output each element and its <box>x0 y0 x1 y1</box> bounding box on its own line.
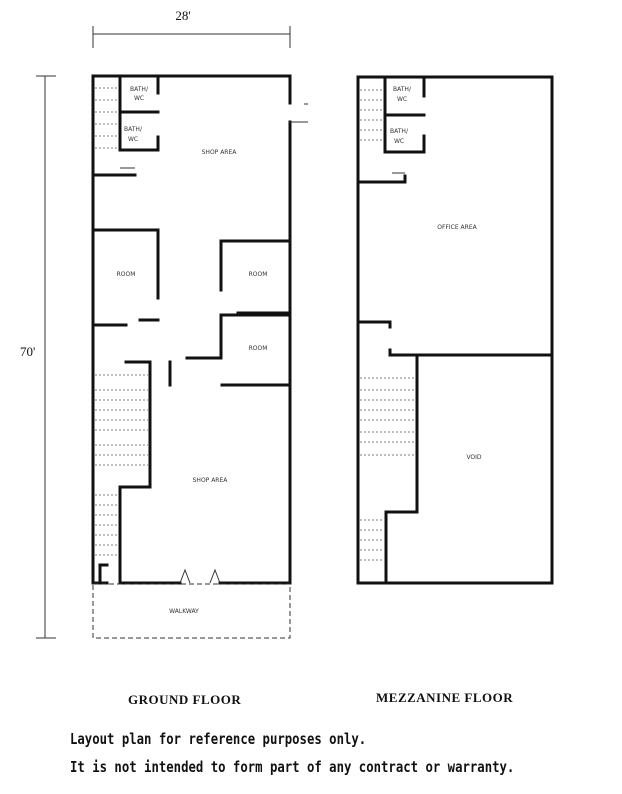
bath1-label: BATH/ <box>130 86 149 93</box>
length-label: 70' <box>20 344 35 359</box>
office-area-label: OFFICE AREA <box>437 224 477 231</box>
svg-text:WC: WC <box>397 96 407 103</box>
disclaimer-line-2: It is not intended to form part of any c… <box>70 758 515 776</box>
void-label: VOID <box>466 454 481 461</box>
shop-area-top-label: SHOP AREA <box>202 149 238 156</box>
disclaimer-line-1: Layout plan for reference purposes only. <box>70 730 367 748</box>
width-dimension: 28' <box>92 8 291 48</box>
svg-text:WC: WC <box>134 95 144 102</box>
mezzanine-floor-title: MEZZANINE FLOOR <box>376 690 514 705</box>
svg-text:WC: WC <box>128 136 138 143</box>
bath2-label: BATH/ <box>124 126 143 133</box>
length-dimension: 70' <box>20 75 56 639</box>
room-right-lower-label: ROOM <box>249 345 268 352</box>
mezzanine-floor-plan: BATH/ WC BATH/ WC OFFICE AREA VOID <box>356 75 554 585</box>
ground-floor-title: GROUND FLOOR <box>128 692 242 707</box>
ground-floor-plan: BATH/ WC BATH/ WC SHOP AREA ROOM ROOM RO… <box>91 74 308 639</box>
width-label: 28' <box>175 8 190 23</box>
mezz-bath1-label: BATH/ <box>393 86 412 93</box>
room-left-label: ROOM <box>117 271 136 278</box>
mezz-bath2-label: BATH/ <box>390 128 409 135</box>
svg-text:WC: WC <box>394 138 404 145</box>
shop-area-bottom-label: SHOP AREA <box>193 477 229 484</box>
walkway-label: WALKWAY <box>169 608 199 615</box>
room-right-upper-label: ROOM <box>249 271 268 278</box>
